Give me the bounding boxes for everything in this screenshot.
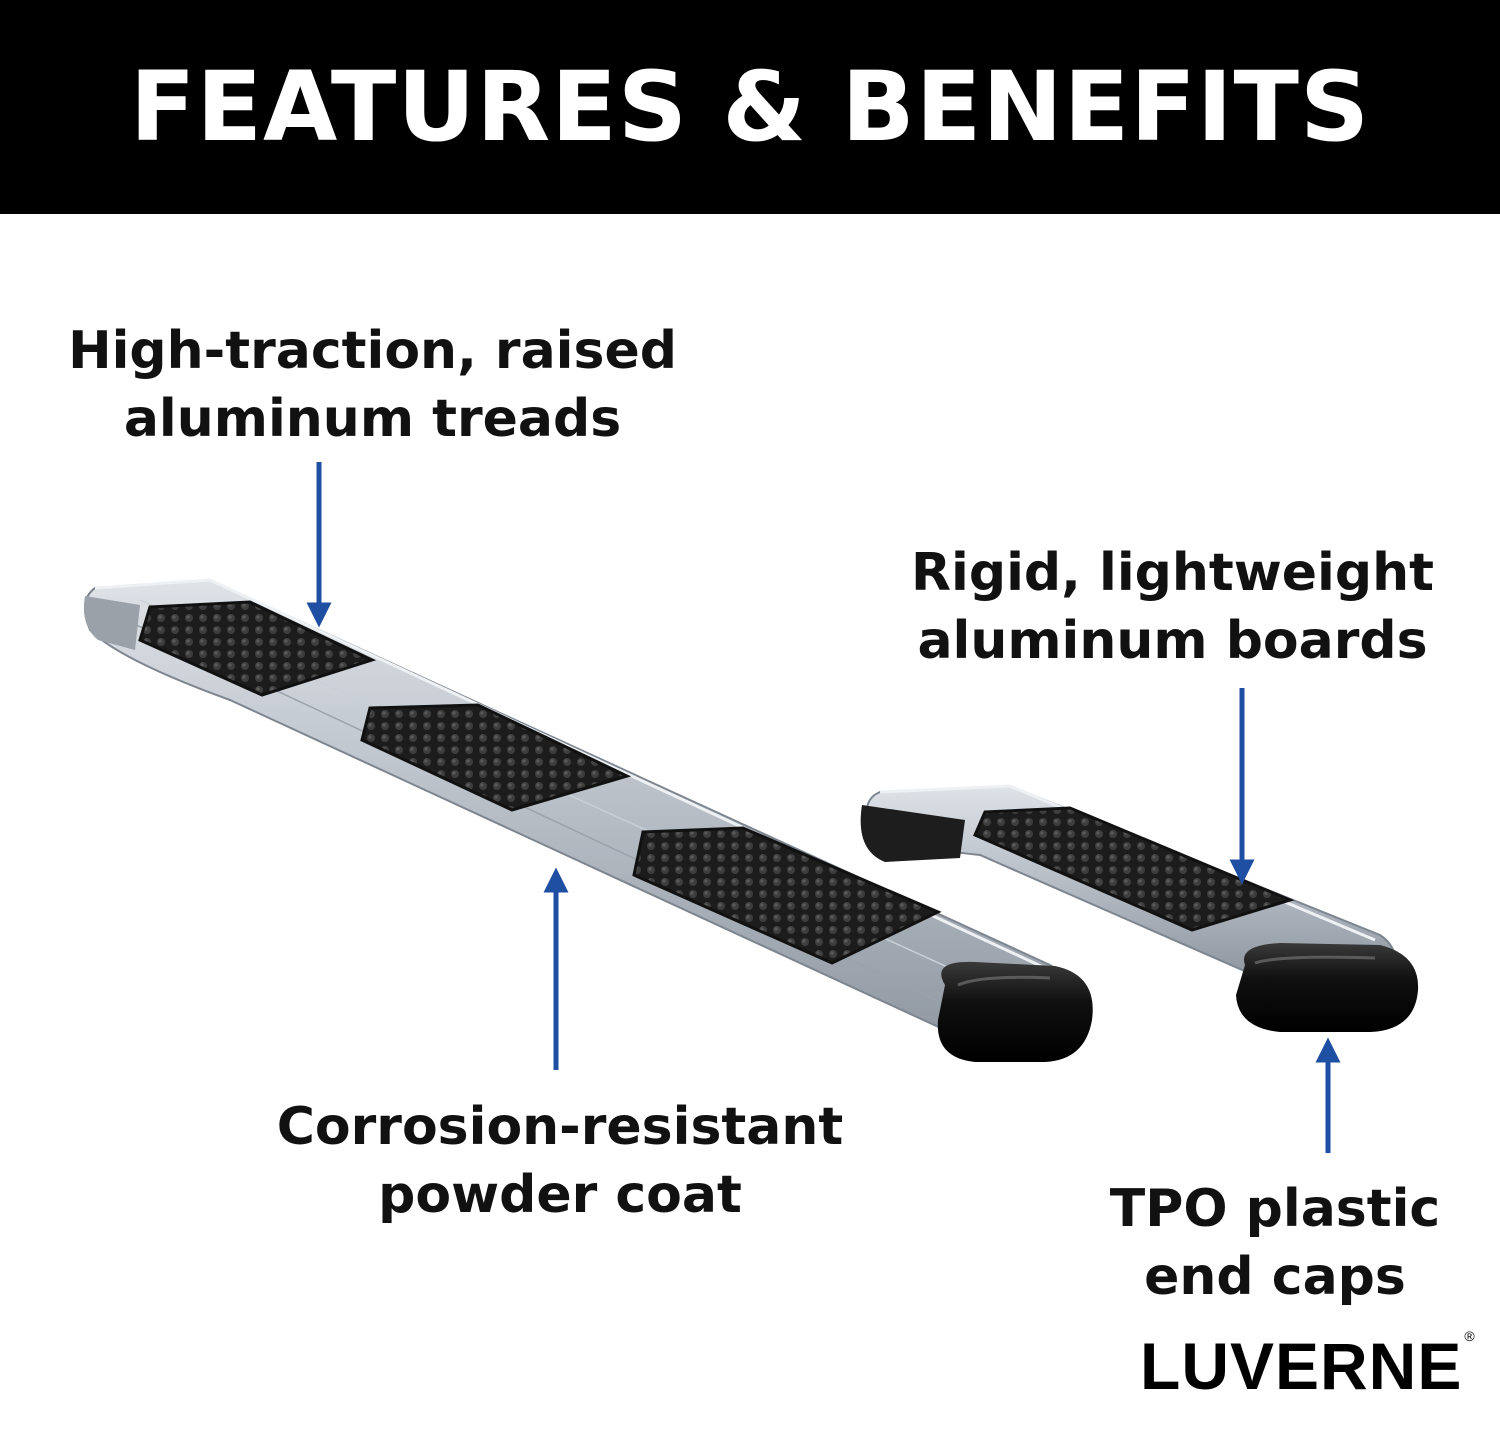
callout-line: Rigid, lightweight: [911, 543, 1434, 603]
callout-line: High-traction, raised: [68, 321, 677, 381]
long-running-board: [83, 578, 1093, 1062]
tread-pad: [632, 826, 942, 965]
callout-treads: High-traction, raised aluminum treads: [60, 318, 685, 453]
end-cap: [1236, 943, 1419, 1032]
callout-line: aluminum boards: [917, 610, 1428, 671]
callout-line: TPO plastic: [1109, 1179, 1441, 1239]
tread-pad: [973, 806, 1295, 932]
brand-logo: LUVERNE®: [1140, 1328, 1475, 1404]
end-cap: [937, 961, 1093, 1062]
callout-boards: Rigid, lightweight aluminum boards: [900, 540, 1445, 675]
short-running-board: [860, 784, 1419, 1032]
tread-pad: [138, 600, 377, 697]
tread-pad: [360, 703, 632, 812]
callout-line: aluminum treads: [123, 388, 622, 449]
callout-powder-coat: Corrosion-resistant powder coat: [250, 1094, 870, 1229]
brand-name: LUVERNE: [1140, 1329, 1463, 1403]
page-title: FEATURES & BENEFITS: [129, 51, 1371, 163]
header-banner: FEATURES & BENEFITS: [0, 0, 1500, 214]
callout-line: powder coat: [378, 1164, 742, 1225]
callout-end-caps: TPO plastic end caps: [1090, 1176, 1460, 1311]
callout-line: Corrosion-resistant: [276, 1097, 844, 1157]
registered-mark: ®: [1464, 1328, 1476, 1344]
callout-line: end caps: [1144, 1246, 1406, 1307]
